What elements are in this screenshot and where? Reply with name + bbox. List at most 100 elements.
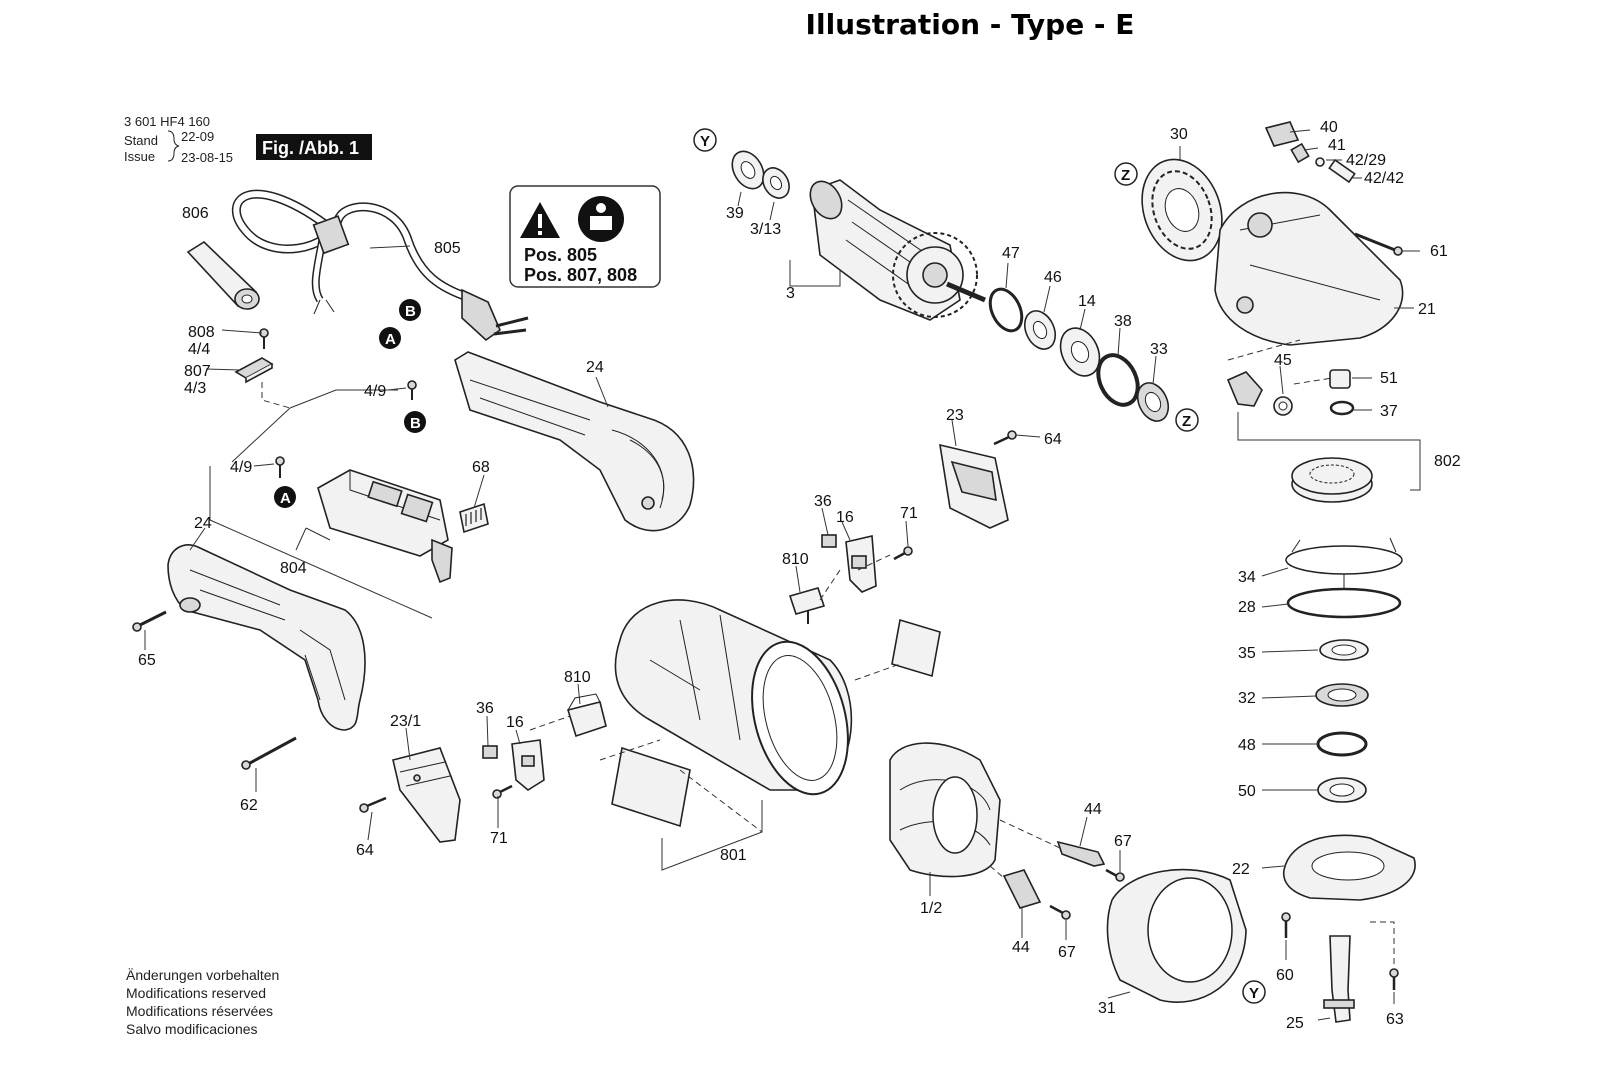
label-36-upper: 36 [814, 493, 832, 510]
group-brackets [209, 260, 1421, 964]
part-41-spring [1290, 142, 1310, 164]
part-42-42-bolt [1328, 158, 1356, 184]
safety-line-2: Pos. 807, 808 [524, 265, 637, 285]
part-65-screw [132, 610, 167, 632]
label-37: 37 [1380, 403, 1398, 420]
svg-text:Z: Z [1121, 167, 1130, 184]
label-39: 39 [726, 205, 744, 222]
label-4-9-lower: 4/9 [230, 459, 252, 476]
svg-text:Y: Y [700, 133, 710, 150]
part-68-terminal [459, 502, 489, 534]
part-808-screw [259, 328, 269, 349]
label-807: 807 [184, 363, 211, 380]
part-35-washer [1319, 639, 1369, 661]
label-46: 46 [1044, 269, 1062, 286]
marker-Z-seal: Z [1175, 408, 1199, 432]
part-810-brush-cap-lower [566, 693, 607, 738]
label-67-lower: 67 [1058, 944, 1076, 961]
label-38: 38 [1114, 313, 1132, 330]
label-14: 14 [1078, 293, 1096, 310]
label-23-1: 23/1 [390, 713, 421, 730]
part-31-air-guide [1106, 868, 1247, 1003]
part-3-armature [809, 179, 986, 321]
label-806: 806 [182, 205, 209, 222]
svg-text:B: B [405, 303, 416, 320]
part-48-circlip [1316, 731, 1368, 757]
safety-line-1: Pos. 805 [524, 245, 597, 265]
part-22-bearing-flange [1282, 834, 1416, 901]
part-4-9-screw-lower [275, 456, 285, 478]
label-64-lower: 64 [356, 842, 374, 859]
label-1-2: 1/2 [920, 900, 942, 917]
part-806-cord-sleeve [186, 240, 260, 310]
label-47: 47 [1002, 245, 1020, 262]
issue-label: Issue [124, 149, 155, 164]
label-50: 50 [1238, 783, 1256, 800]
label-42-29: 42/29 [1346, 152, 1386, 169]
svg-text:A: A [385, 331, 396, 348]
part-36-spring-upper [821, 534, 837, 548]
stand-label: Stand [124, 133, 158, 148]
part-number: 3 601 HF4 160 [124, 114, 210, 129]
label-68: 68 [472, 459, 490, 476]
part-38-ring [1096, 353, 1140, 407]
part-30-fan [1141, 158, 1223, 262]
stand-value: 22-09 [181, 129, 214, 144]
label-36-lower: 36 [476, 700, 494, 717]
label-31: 31 [1098, 1000, 1116, 1017]
label-33: 33 [1150, 341, 1168, 358]
marker-Y-armature: Y [693, 128, 717, 152]
part-63-screw [1389, 968, 1399, 990]
part-3-13-washer [762, 167, 790, 199]
marker-Y-aircover: Y [1242, 980, 1266, 1004]
svg-text:Y: Y [1249, 985, 1259, 1002]
label-71-upper: 71 [900, 505, 918, 522]
figure-label: Fig. /Abb. 1 [262, 138, 359, 158]
part-42-29-pin [1315, 157, 1325, 167]
part-810-brush-cap-upper [788, 587, 826, 624]
footer-note-fr: Modifications réservées [126, 1003, 273, 1019]
part-45-pinion [1226, 371, 1293, 416]
label-810-lower: 810 [564, 669, 591, 686]
part-62-screw [241, 736, 297, 770]
label-16-lower: 16 [506, 714, 524, 731]
diagram-title: Illustration - Type - E [805, 8, 1135, 41]
label-30: 30 [1170, 126, 1188, 143]
part-67-screw-upper [1105, 868, 1125, 882]
label-62: 62 [240, 797, 258, 814]
label-41: 41 [1328, 137, 1346, 154]
label-60: 60 [1276, 967, 1294, 984]
safety-info-box: Pos. 805 Pos. 807, 808 [509, 185, 661, 288]
label-804: 804 [280, 560, 307, 577]
figure-badge [256, 134, 372, 160]
marker-B-cord: B [399, 299, 421, 321]
part-47-circlip [988, 287, 1024, 333]
label-35: 35 [1238, 645, 1256, 662]
label-64-upper: 64 [1044, 431, 1062, 448]
part-23-1-cover [392, 747, 461, 843]
label-44-lower: 44 [1012, 939, 1030, 956]
part-32-seal [1315, 683, 1369, 707]
part-51-sleeve [1329, 369, 1351, 389]
part-71-screw-lower [492, 784, 513, 799]
label-51: 51 [1380, 370, 1398, 387]
part-25-spindle [1323, 935, 1355, 1023]
part-39-bearing [731, 150, 765, 190]
part-805-power-cord [231, 189, 529, 342]
footer-note-es: Salvo modificaciones [126, 1021, 258, 1037]
label-67-upper: 67 [1114, 833, 1132, 850]
label-4-3: 4/3 [184, 380, 206, 397]
part-64-screw-lower [359, 796, 387, 813]
svg-text:B: B [410, 415, 421, 432]
marker-B-switch: B [404, 411, 426, 433]
part-44-clip-upper [1056, 840, 1106, 867]
label-25: 25 [1286, 1015, 1304, 1032]
part-36-spring-lower [482, 745, 498, 759]
part-34-spring-ring [1285, 537, 1403, 590]
svg-text:Z: Z [1182, 413, 1191, 430]
label-21: 21 [1418, 301, 1436, 318]
part-804-switch [317, 469, 453, 584]
part-60-screw [1281, 912, 1291, 938]
part-28-ring [1286, 587, 1402, 619]
